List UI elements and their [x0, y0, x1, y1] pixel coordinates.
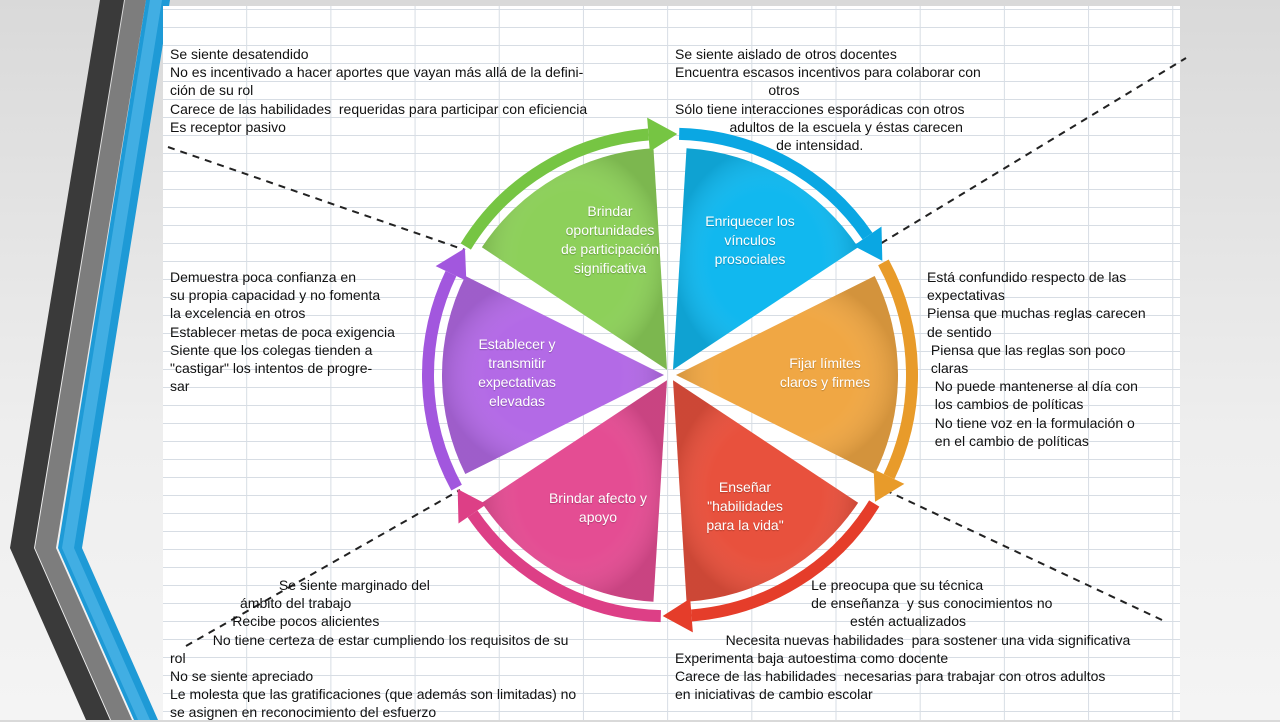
- text-block-bottom-left: Se siente marginado del ámbito del traba…: [170, 576, 576, 722]
- arrow-arc-pink: [467, 510, 661, 623]
- wedge-shade: [676, 275, 898, 475]
- segment-label-expectativas: Establecer y transmitir expectativas ele…: [478, 336, 556, 409]
- arrow-arc-green: [460, 128, 649, 250]
- text-line: Le molesta que las gratificaciones (que …: [170, 686, 577, 703]
- text-line: Se siente aislado de otros docentes: [675, 46, 897, 62]
- segment-label-vinculos: Enriquecer los vínculos prosociales: [705, 213, 795, 267]
- text-line: Piensa que muchas reglas carecen: [927, 305, 1146, 322]
- divider-top-left: [167, 146, 466, 251]
- segment-label-participacion: Brindar oportunidades de participación s…: [560, 203, 660, 276]
- text-line: claras: [927, 360, 969, 377]
- arrow-arc-purple: [422, 270, 462, 491]
- text-line: Piensa que las reglas son poco: [927, 341, 1126, 358]
- slide-grid-background: [163, 6, 1180, 720]
- text-line: Es receptor pasivo: [170, 118, 286, 135]
- segment-label-habilidades: Enseñar "habilidades para la vida": [706, 479, 784, 533]
- text-line: se asignen en reconocimiento del esfuerz…: [170, 704, 437, 721]
- arrow-arc-blue: [679, 127, 873, 240]
- text-line: No tiene voz en la formulación o: [927, 414, 1135, 431]
- arrow-arc-orange: [878, 259, 918, 480]
- text-line: Le preocupa que su técnica: [675, 577, 984, 593]
- arrowhead-purple: [435, 248, 467, 281]
- text-line: No se siente apreciado: [170, 668, 314, 685]
- text-line: Carece de las habilidades requeridas par…: [170, 100, 588, 117]
- text-line: estén actualizados: [675, 613, 966, 630]
- text-block-top-left: Se siente desatendido No es incentivado a…: [170, 45, 587, 136]
- arrow-arc-red: [691, 500, 880, 622]
- arrowhead-red: [662, 598, 693, 633]
- text-line: en iniciativas de cambio escolar: [675, 686, 873, 703]
- arrowhead-orange: [873, 469, 905, 502]
- text-line: No tiene certeza de estar cumpliendo los…: [170, 631, 569, 648]
- wedge-shade: [481, 380, 667, 602]
- wedge-shade: [673, 148, 859, 370]
- text-line: Carece de las habilidades necesarias par…: [675, 668, 1106, 685]
- text-line: la excelencia en otros: [170, 305, 306, 322]
- arrowhead-blue: [853, 226, 883, 261]
- divider-bottom-left: [185, 489, 461, 647]
- text-line: ción de su rol: [170, 82, 254, 99]
- arrowhead-green: [647, 117, 678, 152]
- text-line: de sentido: [927, 323, 992, 340]
- text-line: adultos de la escuela y éstas carecen: [675, 118, 963, 135]
- text-line: Se siente marginado del: [170, 577, 430, 593]
- text-block-right: Está confundido respecto de las expectati…: [927, 268, 1146, 450]
- text-line: Establecer metas de poca exigencia: [170, 323, 395, 340]
- text-line: rol: [170, 649, 186, 666]
- text-line: Experimenta baja autoestima como docente: [675, 649, 949, 666]
- text-line: otros: [675, 82, 800, 99]
- text-block-bottom-right: Le preocupa que su técnica de enseñanza …: [675, 576, 1130, 703]
- text-line: de enseñanza y sus conocimientos no: [675, 595, 1053, 612]
- arrowhead-pink: [457, 489, 487, 524]
- text-line: Encuentra escasos incentivos para colabo…: [675, 64, 981, 81]
- text-line: No puede mantenerse al día con: [927, 378, 1138, 395]
- text-line: Necesita nuevas habilidades para sostene…: [675, 631, 1131, 648]
- cycle-wedges: [442, 148, 898, 602]
- wedge-shade: [442, 275, 664, 475]
- divider-top-right: [869, 57, 1187, 251]
- text-line: Se siente desatendido: [170, 46, 309, 62]
- text-line: Sólo tiene interacciones esporádicas con…: [675, 100, 965, 117]
- text-line: los cambios de políticas: [927, 396, 1084, 413]
- text-line: su propia capacidad y no fomenta: [170, 287, 381, 304]
- text-line: Siente que los colegas tienden a: [170, 341, 373, 358]
- text-line: de intensidad.: [675, 137, 864, 154]
- text-block-left: Demuestra poca confianza en su propia cap…: [170, 268, 395, 395]
- text-line: expectativas: [927, 287, 1005, 304]
- text-line: "castigar" los intentos de progre-: [170, 360, 373, 377]
- cycle-arrows: [422, 117, 918, 633]
- text-line: sar: [170, 378, 190, 395]
- text-line: Demuestra poca confianza en: [170, 269, 356, 285]
- text-line: No es incentivado a hacer aportes que va…: [170, 64, 584, 81]
- wedge-shade: [481, 148, 667, 370]
- wedge-shade: [673, 380, 859, 602]
- text-line: en el cambio de políticas: [927, 432, 1089, 449]
- segment-label-afecto: Brindar afecto y apoyo: [548, 490, 648, 525]
- text-line: ámbito del trabajo: [170, 595, 352, 612]
- segment-label-limites: Fijar límites claros y firmes: [779, 355, 871, 390]
- text-line: Recibe pocos alicientes: [170, 613, 380, 630]
- text-line: Está confundido respecto de las: [927, 269, 1127, 285]
